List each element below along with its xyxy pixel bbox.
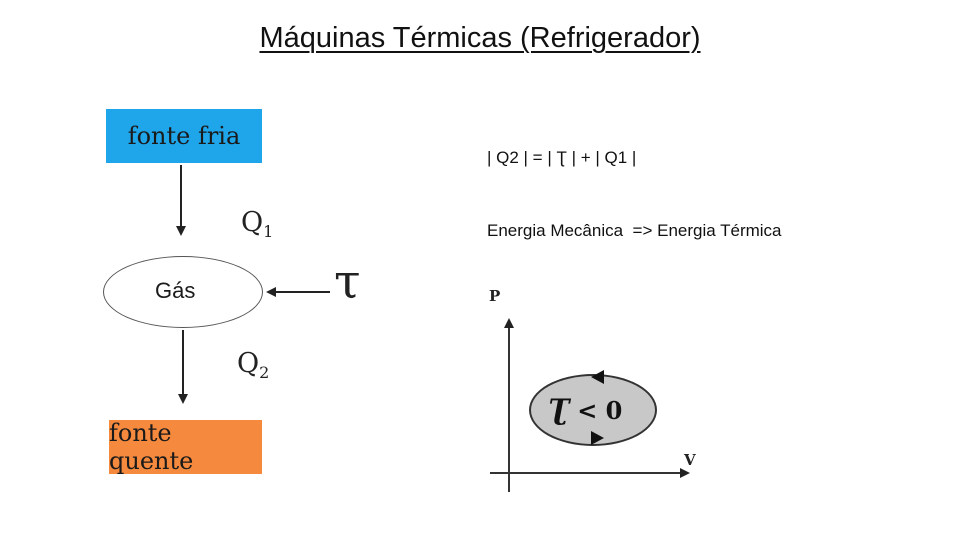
q2-symbol: Q: [237, 348, 260, 379]
q2-index: 2: [259, 363, 270, 382]
pv-x-axis-label: V: [684, 451, 696, 469]
energy-conversion-text: Energia Mecânica => Energia Térmica: [487, 221, 782, 240]
cycle-arrow-top: [591, 370, 604, 384]
gas-ellipse: [103, 256, 263, 328]
gas-label: Gás: [155, 278, 196, 303]
cycle-work-symbol: Ʈ: [548, 393, 569, 426]
cycle-arrow-bottom: [591, 431, 604, 445]
slide-title: Máquinas Térmicas (Refrigerador): [259, 22, 701, 54]
q1-label: Q1: [241, 207, 273, 241]
cold-source-box: fonte fria: [106, 109, 262, 163]
q1-index: 1: [263, 222, 274, 241]
pv-y-axis-label: P: [489, 287, 501, 305]
q2-label: Q2: [237, 348, 269, 382]
work-tau-label: τ: [334, 254, 361, 310]
cycle-work-label: Ʈ < 0: [548, 393, 622, 426]
hot-source-box: fonte quente: [109, 419, 262, 475]
cycle-work-relation: < 0: [577, 396, 623, 425]
q1-symbol: Q: [241, 207, 264, 238]
equation-text: | Q2 | = | Ʈ | + | Q1 |: [487, 148, 637, 167]
